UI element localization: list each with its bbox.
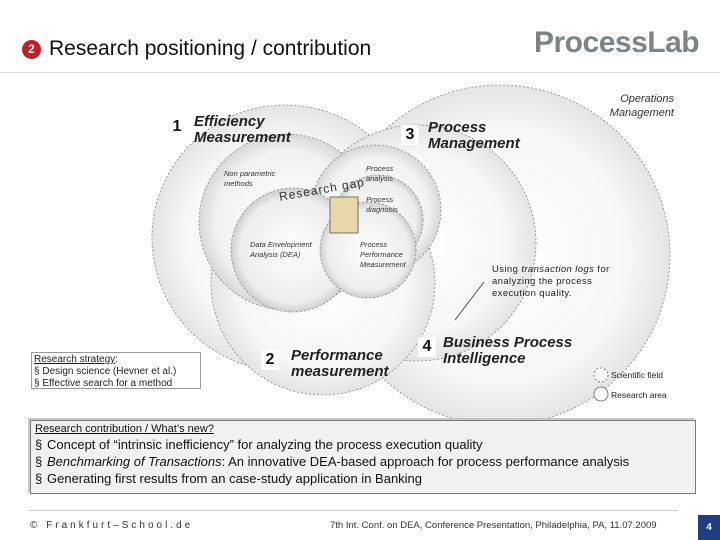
performance-label-line1: Performance <box>291 347 383 364</box>
contribution-item-2: § Benchmarking of Transactions: An innova… <box>35 453 691 470</box>
contribution-item-2-emphasis: Benchmarking of Transactions <box>47 454 222 469</box>
operations-line1: Operations <box>620 93 674 105</box>
transaction-logs-text-a: Using <box>492 264 522 275</box>
section-number-badge: 2 <box>22 40 41 59</box>
contribution-item-1-text: Concept of “intrinsic inefficiency” for … <box>47 437 483 452</box>
efficiency-measurement-label: Efficiency Measurement <box>194 114 291 146</box>
bullet-icon: § <box>34 378 40 389</box>
operations-line2: Management <box>609 107 674 119</box>
legend-area-label: Research area <box>611 390 667 400</box>
ppm-line3: Measurement <box>360 260 406 269</box>
contribution-item-3: § Generating first results from an case-s… <box>35 470 691 487</box>
dea-line2: Analysis (DEA) <box>250 250 301 259</box>
legend-field-symbol <box>593 367 609 383</box>
process-management-line1: Process <box>428 119 487 136</box>
transaction-logs-line1: Using transaction logs for <box>492 264 610 276</box>
footer-divider <box>28 510 678 511</box>
contribution-item-2-text: : An innovative DEA-based approach for p… <box>221 454 630 469</box>
ppm-label: Process Performance Measurement <box>360 240 406 270</box>
research-contribution-box: Research contribution / What’s new? § Con… <box>30 420 696 494</box>
area-number-2: 2 <box>261 350 279 370</box>
research-strategy-colon: : <box>115 354 118 365</box>
area-number-1: 1 <box>168 117 186 137</box>
non-parametric-label: Non parametric methods <box>224 169 275 189</box>
bullet-icon: § <box>34 366 40 377</box>
performance-measurement-label: Performance measurement <box>291 348 389 380</box>
page-title: Research positioning / contribution <box>49 37 372 60</box>
business-process-intelligence-label: Business Process Intelligence <box>443 335 572 367</box>
process-analysis-line1: Process <box>366 164 394 173</box>
contribution-item-1: § Concept of “intrinsic inefficiency” for… <box>35 436 691 453</box>
non-parametric-line1: Non parametric <box>224 169 276 178</box>
transaction-logs-text-c: for <box>594 264 610 275</box>
ppm-line1: Process <box>360 240 388 249</box>
process-diagnosis-line1: Process <box>366 195 394 204</box>
area-number-3: 3 <box>401 125 419 145</box>
contribution-heading: Research contribution / What’s new? <box>35 423 214 435</box>
bullet-icon: § <box>35 437 43 452</box>
research-strategy-item-2-text: Effective search for a method <box>42 378 173 389</box>
bi-label-line1: Business Process <box>443 334 573 351</box>
process-management-label: Process Management <box>428 120 520 152</box>
non-parametric-line2: methods <box>224 179 253 188</box>
bi-label-line2: Intelligence <box>443 350 526 367</box>
research-strategy-item-1: § Design science (Hevner et al.) <box>34 366 198 378</box>
transaction-logs-line3: execution quality. <box>492 288 572 299</box>
process-diagnosis-line2: diagnosis <box>366 205 398 214</box>
process-analysis-label: Process analysis <box>366 164 393 184</box>
process-management-line2: Management <box>428 135 520 152</box>
header-divider <box>0 72 720 73</box>
process-diagnosis-label: Process diagnosis <box>366 195 398 215</box>
research-strategy-heading-text: Research strategy <box>34 354 116 365</box>
research-strategy-heading: Research strategy: <box>34 354 198 366</box>
transaction-logs-line2: analyzing the process <box>492 276 593 287</box>
legend-area-symbol <box>593 386 609 402</box>
area-number-4: 4 <box>418 337 436 357</box>
process-analysis-line2: analysis <box>366 174 394 183</box>
research-strategy-box: Research strategy: § Design science (Hev… <box>31 352 201 389</box>
bullet-icon: § <box>35 471 43 486</box>
dea-label: Data Envelopment Analysis (DEA) <box>250 240 312 260</box>
ppm-line2: Performance <box>360 250 403 259</box>
performance-label-line2: measurement <box>291 363 389 380</box>
efficiency-label-line2: Measurement <box>194 129 291 146</box>
legend-field-label: Scientific field <box>611 370 663 380</box>
page-number: 4 <box>698 515 720 540</box>
transaction-logs-emphasis: transaction logs <box>521 264 595 275</box>
efficiency-label-line1: Efficiency <box>194 113 265 130</box>
footer-website: © Frankfurt–School.de <box>30 520 194 531</box>
contribution-item-3-text: Generating first results from an case-st… <box>47 471 423 486</box>
bullet-icon: § <box>35 454 43 469</box>
research-strategy-item-2: § Effective search for a method <box>34 378 198 390</box>
footer-conference: 7th Int. Conf. on DEA, Conference Presen… <box>330 520 657 531</box>
dea-line1: Data Envelopment <box>250 240 312 249</box>
research-gap-box <box>329 196 359 234</box>
transaction-logs-note: Using transaction logs for analyzing the… <box>492 264 610 300</box>
processlab-logo: ProcessLab <box>534 26 700 59</box>
pointer-line <box>454 281 485 321</box>
operations-management-label: Operations Management <box>590 92 674 120</box>
research-strategy-item-1-text: Design science (Hevner et al.) <box>42 366 177 377</box>
